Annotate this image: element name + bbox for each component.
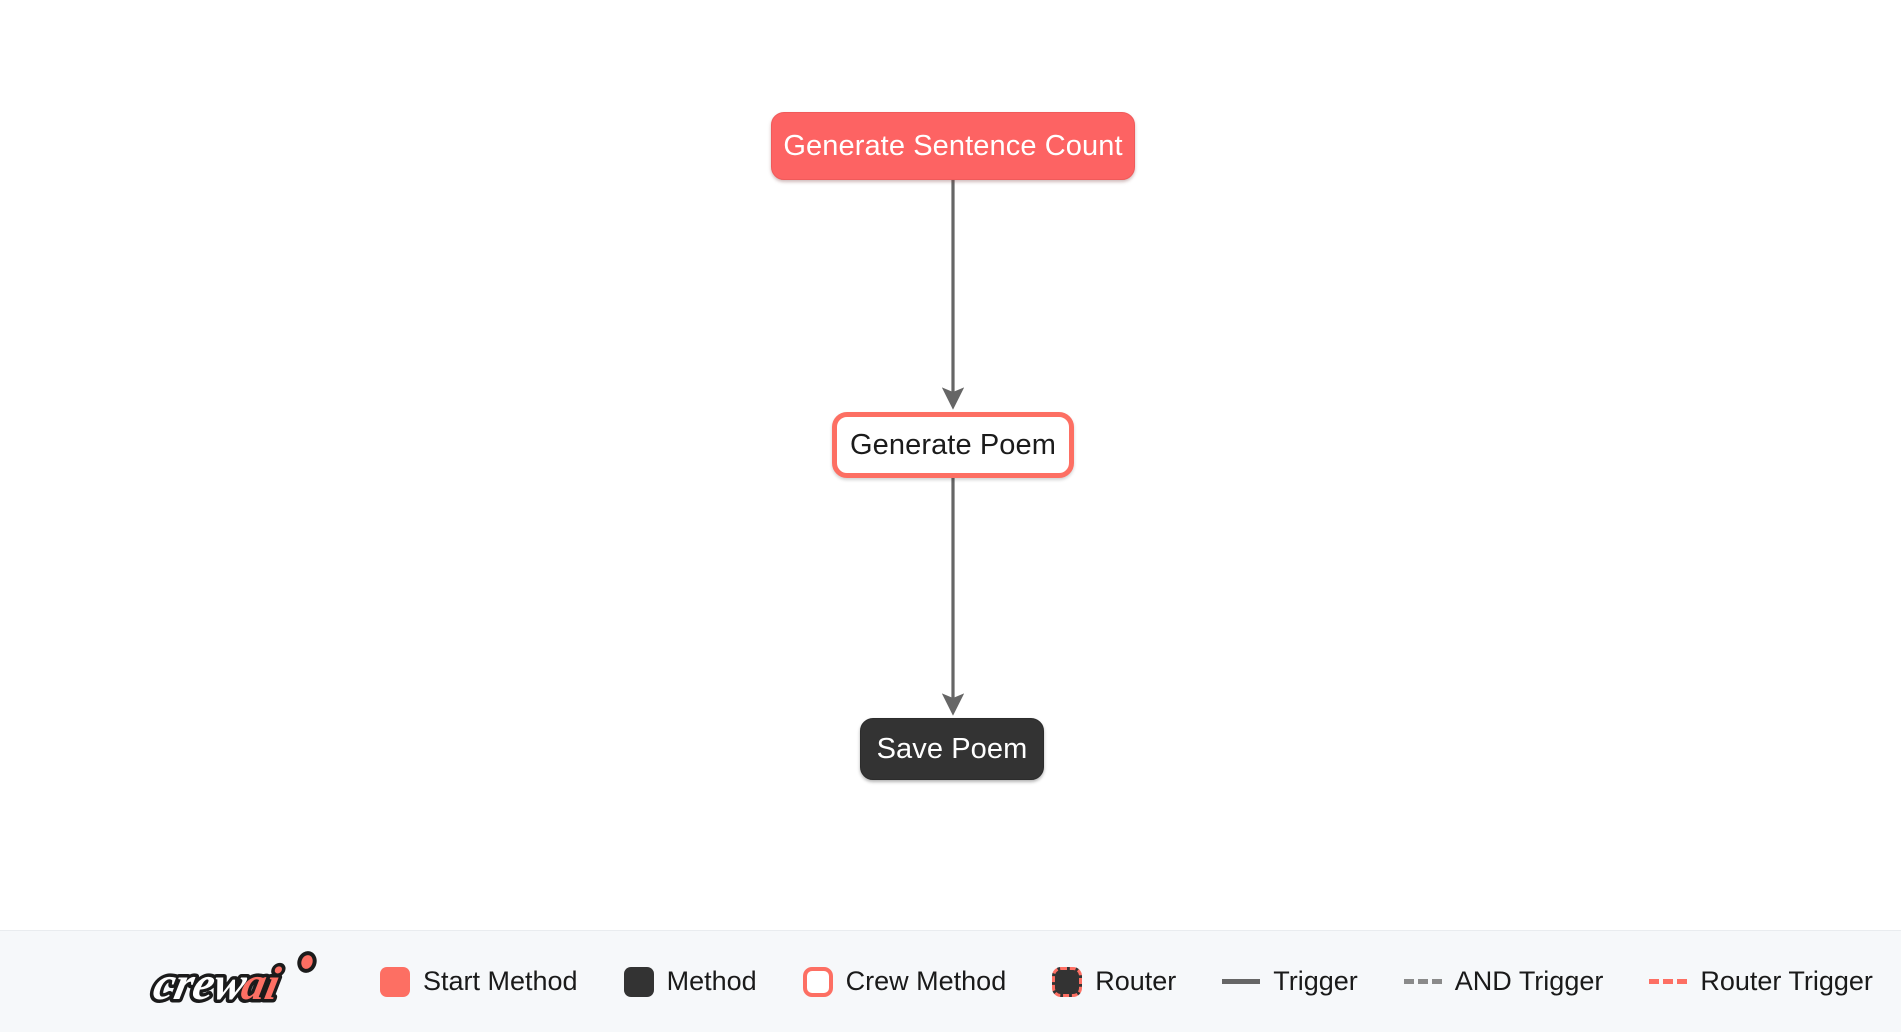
legend-item-and-trigger: AND Trigger bbox=[1403, 966, 1604, 996]
crewai-logo: crew ai crew ai bbox=[146, 950, 317, 1013]
legend-label: Start Method bbox=[423, 966, 578, 996]
legend-label: Router Trigger bbox=[1700, 966, 1873, 996]
legend-item-crew-method: Crew Method bbox=[802, 966, 1007, 997]
legend-label: AND Trigger bbox=[1454, 966, 1604, 996]
method-swatch-icon bbox=[623, 966, 654, 997]
trigger-line-icon bbox=[1222, 979, 1261, 984]
flow-canvas[interactable]: Generate Sentence Count Generate Poem Sa… bbox=[0, 0, 1901, 930]
node-label: Generate Sentence Count bbox=[783, 129, 1123, 162]
legend-item-trigger: Trigger bbox=[1222, 968, 1358, 995]
legend-item-router: Router bbox=[1052, 966, 1177, 997]
node-save-poem[interactable]: Save Poem bbox=[860, 718, 1044, 780]
legend-item-router-trigger: Router Trigger bbox=[1649, 968, 1873, 995]
svg-text:crew: crew bbox=[149, 958, 252, 1009]
legend-item-method: Method bbox=[623, 966, 757, 997]
svg-text:crew: crew bbox=[149, 958, 252, 1009]
start-method-swatch-icon bbox=[380, 966, 410, 997]
legend-label: Crew Method bbox=[845, 966, 1007, 996]
crew-method-swatch-icon bbox=[802, 966, 833, 997]
and-trigger-line-icon bbox=[1403, 979, 1442, 984]
router-trigger-line-icon bbox=[1649, 979, 1688, 984]
legend-items: Start Method Method Crew Method Router T… bbox=[380, 966, 1901, 997]
legend-label: Trigger bbox=[1273, 966, 1358, 996]
node-label: Generate Poem bbox=[849, 428, 1057, 461]
node-generate-sentence-count[interactable]: Generate Sentence Count bbox=[771, 112, 1135, 180]
router-swatch-icon bbox=[1052, 966, 1083, 997]
node-label: Save Poem bbox=[876, 732, 1028, 765]
legend-item-start-method: Start Method bbox=[380, 966, 578, 997]
node-generate-poem[interactable]: Generate Poem bbox=[832, 412, 1074, 478]
legend-bar: crew ai crew ai Start Method Method Crew… bbox=[0, 930, 1901, 1032]
legend-label: Method bbox=[666, 966, 757, 996]
legend-label: Router bbox=[1095, 966, 1177, 996]
